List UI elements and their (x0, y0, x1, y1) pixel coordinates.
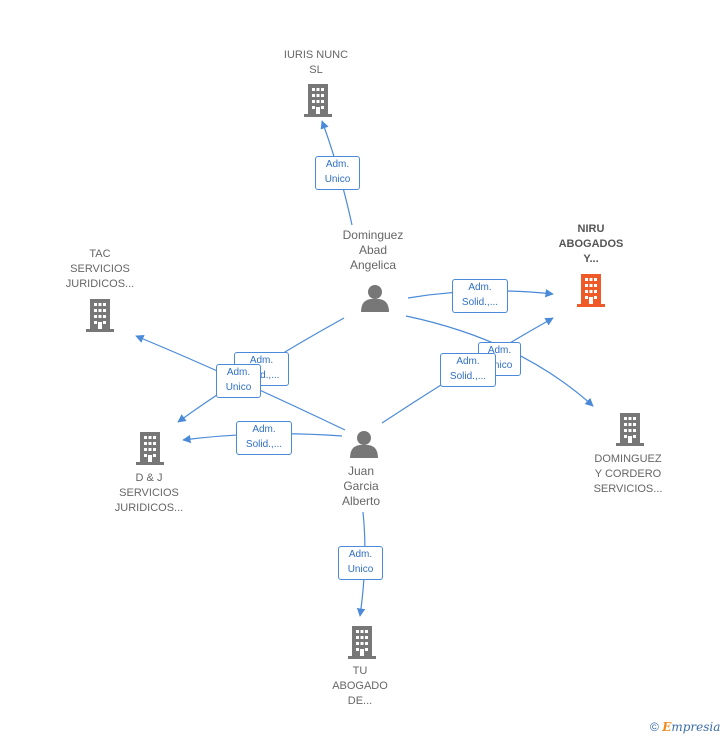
edge-label-adm-solid[interactable]: Adm. Solid.,... (440, 353, 496, 387)
edge-label-adm-unico[interactable]: Adm. Unico (216, 364, 261, 398)
edge-label-adm-unico[interactable]: Adm. Unico (338, 546, 383, 580)
edge-label-adm-unico[interactable]: Adm. Unico (315, 156, 360, 190)
person-label-juan-garcia[interactable]: Juan Garcia Alberto (341, 464, 381, 508)
company-label-dj-servicios[interactable]: D & J SERVICIOS JURIDICOS... (114, 472, 184, 514)
company-label-tac-servicios[interactable]: TAC SERVICIOS JURIDICOS... (65, 248, 135, 290)
copyright-symbol: © (650, 720, 659, 734)
building-icon[interactable] (136, 432, 164, 465)
edge-label-adm-solid[interactable]: Adm. Solid.,... (452, 279, 508, 313)
company-label-niru-abogados[interactable]: NIRU ABOGADOS Y... (558, 223, 624, 265)
building-icon[interactable] (304, 84, 332, 117)
company-label-dominguez-cordero[interactable]: DOMINGUEZ Y CORDERO SERVICIOS... (593, 453, 663, 495)
building-icon[interactable] (577, 274, 605, 307)
person-label-dominguez-abad[interactable]: Dominguez Abad Angelica (342, 228, 404, 272)
footer-brand: © Empresia (650, 720, 720, 734)
edge-label-adm-solid[interactable]: Adm. Solid.,... (236, 421, 292, 455)
company-label-tu-abogado[interactable]: TU ABOGADO DE... (332, 665, 388, 707)
building-icon[interactable] (86, 299, 114, 332)
company-label-iuris-nunc[interactable]: IURIS NUNC SL (283, 49, 349, 76)
building-icon[interactable] (348, 626, 376, 659)
person-icon[interactable] (350, 431, 378, 458)
person-icon[interactable] (361, 285, 389, 312)
empresia-logo: Empresia (662, 720, 721, 734)
building-icon[interactable] (616, 413, 644, 446)
